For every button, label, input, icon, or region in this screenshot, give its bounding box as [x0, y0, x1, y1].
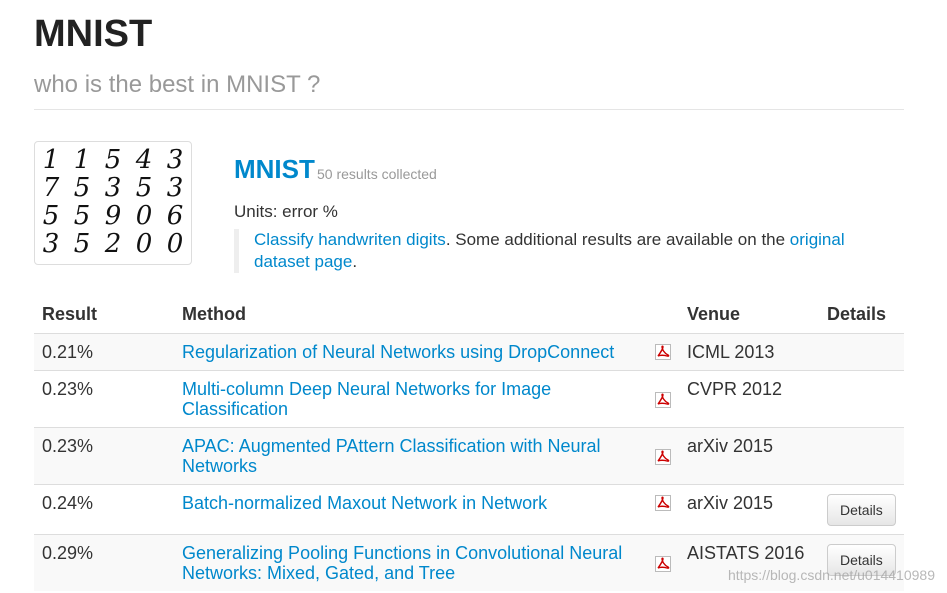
details-cell: Details	[819, 484, 904, 535]
page-title: MNIST	[34, 13, 153, 55]
digit-glyph: 9	[105, 201, 122, 231]
details-cell: Details	[819, 534, 904, 591]
details-button[interactable]: Details	[827, 544, 896, 576]
header-divider	[34, 109, 904, 110]
result-value: 0.21%	[34, 333, 174, 371]
method-link[interactable]: Batch-normalized Maxout Network in Netwo…	[182, 493, 548, 513]
pdf-icon[interactable]	[655, 449, 671, 465]
header-method: Method	[174, 298, 679, 334]
result-value: 0.23%	[34, 370, 174, 428]
table-row: 0.21% Regularization of Neural Networks u…	[34, 333, 904, 371]
method-link[interactable]: APAC: Augmented PAttern Classification w…	[182, 436, 601, 476]
dataset-description: Classify handwriten digits. Some additio…	[234, 229, 904, 273]
digit-glyph: 5	[43, 201, 60, 231]
result-value: 0.23%	[34, 427, 174, 485]
venue: arXiv 2015	[679, 484, 819, 535]
digit-glyph: 3	[43, 229, 60, 259]
header-details: Details	[819, 298, 904, 334]
header-result: Result	[34, 298, 174, 334]
pdf-icon[interactable]	[655, 392, 671, 408]
digit-glyph: 7	[43, 173, 60, 203]
pdf-icon[interactable]	[655, 556, 671, 572]
venue: ICML 2013	[679, 333, 819, 371]
digit-glyph: 0	[167, 229, 184, 259]
details-button[interactable]: Details	[827, 494, 896, 526]
description-text: . Some additional results are available …	[445, 230, 790, 249]
digit-glyph: 0	[136, 229, 153, 259]
table-row: 0.23%APAC: Augmented PAttern Classificat…	[34, 427, 904, 485]
result-value: 0.29%	[34, 534, 174, 591]
details-cell	[819, 427, 904, 485]
details-cell	[819, 370, 904, 428]
table-header-row: Result Method Venue Details	[34, 298, 904, 334]
table-row: 0.29%Generalizing Pooling Functions in C…	[34, 534, 904, 591]
method-link[interactable]: Multi-column Deep Neural Networks for Im…	[182, 379, 552, 419]
units-label: Units: error %	[234, 202, 338, 221]
venue: AISTATS 2016	[679, 534, 819, 591]
digit-glyph: 1	[74, 145, 91, 175]
digit-glyph: 4	[135, 145, 153, 175]
header-venue: Venue	[679, 298, 819, 334]
digit-glyph: 5	[74, 173, 91, 203]
page-subtitle: who is the best in MNIST ?	[34, 71, 321, 98]
venue: CVPR 2012	[679, 370, 819, 428]
digit-glyph: 0	[136, 201, 153, 231]
pdf-icon[interactable]	[655, 495, 671, 511]
watermark: https://blog.csdn.net/u014410989	[727, 567, 935, 583]
description-end: .	[352, 252, 358, 271]
digit-glyph: 6	[167, 201, 184, 231]
method-link[interactable]: Regularization of Neural Networks using …	[182, 342, 615, 362]
table-row: 0.23%Multi-column Deep Neural Networks f…	[34, 370, 904, 428]
result-value: 0.24%	[34, 484, 174, 535]
digit-glyph: 3	[167, 173, 184, 203]
dataset-title-link[interactable]: MNIST	[234, 154, 315, 184]
results-count: 50 results collected	[317, 166, 437, 182]
pdf-icon[interactable]	[655, 344, 671, 360]
digit-glyph: 2	[104, 229, 122, 259]
results-table: Result Method Venue Details 0.21% Regular…	[34, 298, 904, 591]
table-row: 0.24% Batch-normalized Maxout Network in …	[34, 484, 904, 535]
digit-glyph: 3	[105, 173, 122, 203]
digit-glyph: 1	[43, 145, 60, 175]
digit-glyph: 5	[136, 173, 153, 203]
digit-glyph: 5	[105, 145, 122, 175]
digit-glyph: 3	[167, 145, 184, 175]
details-cell	[819, 333, 904, 371]
method-link[interactable]: Generalizing Pooling Functions in Convol…	[182, 543, 623, 583]
venue: arXiv 2015	[679, 427, 819, 485]
digit-glyph: 5	[74, 229, 91, 259]
digit-glyph: 5	[74, 201, 91, 231]
classify-digits-link[interactable]: Classify handwriten digits	[254, 230, 446, 249]
